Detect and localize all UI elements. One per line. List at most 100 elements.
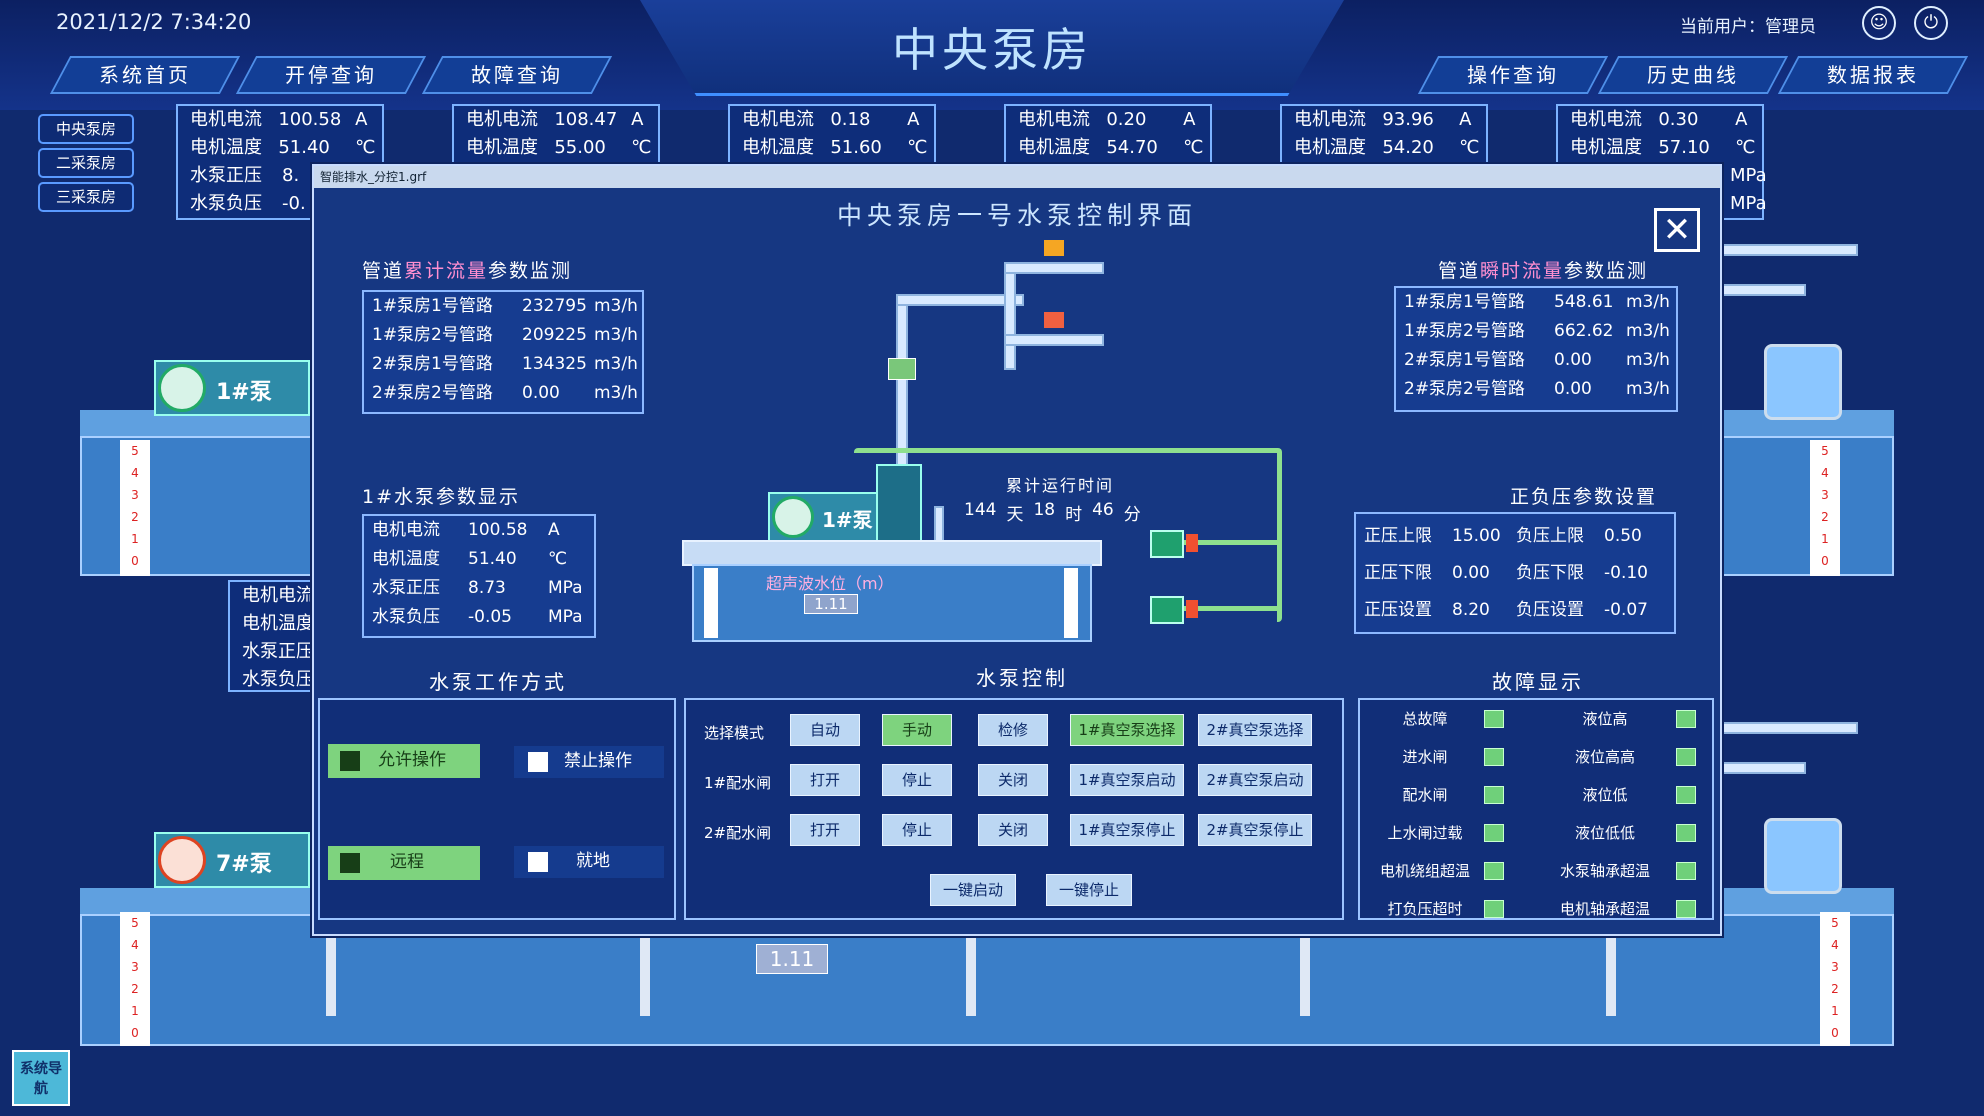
side-nav-second[interactable]: 二采泵房 [38,148,134,178]
checkbox-icon [340,751,360,771]
gate2-stop-button[interactable]: 停止 [882,814,952,846]
nav-data-report[interactable]: 数据报表 [1777,56,1969,94]
nav-home[interactable]: 系统首页 [49,56,241,94]
side-nav-third[interactable]: 三采泵房 [38,182,134,212]
sump-tank [692,564,1092,642]
vacuum-2-select-button[interactable]: 2#真空泵选择 [1198,714,1312,746]
vacuum-pump-1-icon[interactable] [1150,530,1184,558]
fan-icon [158,364,206,412]
row-label: 选择模式 [704,724,765,742]
bg-pipe [1722,284,1806,296]
valve-icon[interactable] [1044,240,1064,256]
bg-pump-1[interactable]: 1#泵 [154,360,310,416]
main-pump[interactable]: 1#泵 [768,492,880,542]
side-nav-central[interactable]: 中央泵房 [38,114,134,144]
green-pipe [854,448,1282,622]
pump-motor-housing [876,464,922,548]
vacuum-1-start-button[interactable]: 1#真空泵启动 [1070,764,1184,796]
fault-label: 液位低 [1582,786,1628,804]
pressure-title: 正负压参数设置 [1510,486,1658,508]
bg-level-value: 1.11 [756,944,828,974]
pillar [640,936,650,1016]
fault-led [1676,900,1696,918]
pillar [326,936,336,1016]
local-button[interactable]: 就地 [514,846,664,878]
level-value: 1.11 [804,594,858,614]
vacuum-pump-2-icon[interactable] [1150,596,1184,624]
system-nav-button[interactable]: 系统导航 [12,1050,70,1106]
pillar [966,936,976,1016]
fault-label: 液位低低 [1574,824,1635,842]
current-user: 当前用户：管理员 [1680,17,1816,37]
fan-icon [772,496,814,538]
sump-lid [682,540,1102,566]
pillar [1606,936,1616,1016]
vacuum-2-start-button[interactable]: 2#真空泵启动 [1198,764,1312,796]
user-icon[interactable]: ☺ [1862,6,1896,40]
fault-led [1676,786,1696,804]
close-button[interactable]: ✕ [1654,208,1700,252]
fault-led [1484,748,1504,766]
bg-pipe [1722,244,1858,256]
nav-start-stop-query[interactable]: 开停查询 [235,56,427,94]
remote-button[interactable]: 远程 [328,846,480,880]
fault-led [1676,748,1696,766]
fault-label: 上水闸过载 [1387,824,1463,842]
vacuum-1-select-button[interactable]: 1#真空泵选择 [1070,714,1184,746]
fault-display-title: 故障显示 [1492,670,1584,694]
gate1-open-button[interactable]: 打开 [790,764,860,796]
one-key-stop-button[interactable]: 一键停止 [1046,874,1132,906]
title-plate [640,0,1344,96]
bg-tank-icon [1764,818,1842,894]
vacuum-1-stop-button[interactable]: 1#真空泵停止 [1070,814,1184,846]
fault-label: 水泵轴承超温 [1559,862,1650,880]
fault-panel: 总故障 进水闸 配水闸 上水闸过载 电机绕组超温 打负压超时 液位高 液位高高 … [1358,698,1714,920]
one-key-start-button[interactable]: 一键启动 [930,874,1016,906]
bg-pipe [1722,762,1806,774]
vacuum-2-stop-button[interactable]: 2#真空泵停止 [1198,814,1312,846]
row-label: 1#配水闸 [704,774,772,792]
pump-params-title: 1#水泵参数显示 [362,486,521,508]
forbid-operation-button[interactable]: 禁止操作 [514,746,664,778]
bg-pump-7[interactable]: 7#泵 [154,832,310,888]
checkbox-icon [340,853,360,873]
valve-icon[interactable] [1044,312,1064,328]
gate2-open-button[interactable]: 打开 [790,814,860,846]
auto-mode-button[interactable]: 自动 [790,714,860,746]
nav-history-curve[interactable]: 历史曲线 [1597,56,1789,94]
fault-led [1484,862,1504,880]
valve-icon[interactable] [1186,534,1198,552]
maintenance-mode-button[interactable]: 检修 [978,714,1048,746]
allow-operation-button[interactable]: 允许操作 [328,744,480,778]
stat-box-left-mid: 电机电流 电机温度 水泵正压 水泵负压 [228,580,328,692]
bg-tank-right-top [1700,436,1894,576]
nav-operation-query[interactable]: 操作查询 [1417,56,1609,94]
valve-icon[interactable] [1186,600,1198,618]
pump-control-panel: 选择模式 自动 手动 检修 1#真空泵选择 2#真空泵选择 1#配水闸 打开 停… [684,698,1344,920]
fault-label: 电机绕组超温 [1379,862,1470,880]
pillar [1300,936,1310,1016]
riser-pipe [1004,262,1016,370]
flowmeter-icon [888,358,916,380]
fault-led [1676,824,1696,842]
gate1-close-button[interactable]: 关闭 [978,764,1048,796]
dialog-file-title: 智能排水_分控1.grf [314,166,1720,188]
datetime: 2021/12/2 7:34:20 [56,10,252,34]
ruler [1064,568,1078,638]
gate2-close-button[interactable]: 关闭 [978,814,1048,846]
fault-label: 配水闸 [1402,786,1448,804]
manual-mode-button[interactable]: 手动 [882,714,952,746]
gate1-stop-button[interactable]: 停止 [882,764,952,796]
horizontal-pipe [896,294,1024,306]
power-icon[interactable]: ⏻ [1914,6,1948,40]
nav-fault-query[interactable]: 故障查询 [421,56,613,94]
